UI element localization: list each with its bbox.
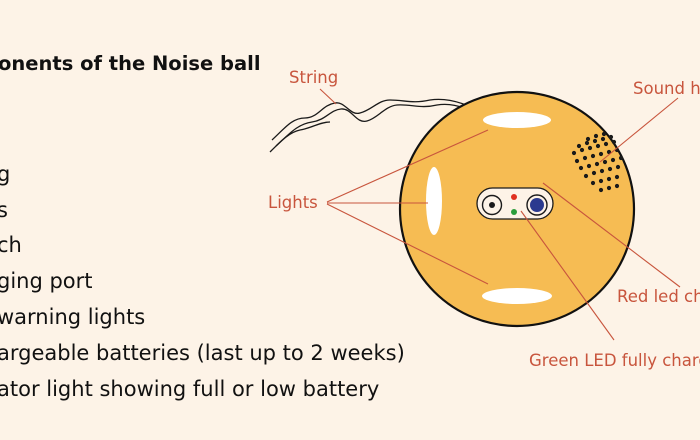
sound-hole-dot [594, 161, 600, 167]
sound-hole-dot [607, 166, 613, 172]
sound-hole-dot [576, 143, 582, 149]
string-label: String [289, 68, 338, 87]
sound-hole-dot [582, 155, 588, 161]
lights-leader-top [326, 129, 489, 203]
leader-lines [319, 88, 681, 341]
component-item-6: argeable batteries (last up to 2 weeks) [0, 341, 405, 365]
string-leader-line [319, 88, 337, 105]
red-led-leader-line [542, 182, 681, 288]
sound-hole-dot [600, 136, 606, 142]
charging-port-pin-icon [489, 202, 495, 208]
sound-hole-dot [593, 133, 599, 139]
sound-hole-dot [591, 170, 597, 176]
component-item-2: s [0, 198, 8, 222]
component-item-7: ator light showing full or low battery [0, 377, 379, 401]
sound-hole-dot [590, 180, 596, 186]
bottom-light-slot [482, 288, 552, 304]
sound-hole-dot [614, 174, 620, 180]
sound-hole-dot [592, 138, 598, 144]
red-led-icon [511, 194, 517, 200]
sound-hole-dot [606, 185, 612, 191]
component-item-4: ging port [0, 269, 93, 293]
sound-hole-dot [587, 145, 593, 151]
lights-label: Lights [268, 193, 318, 212]
sound-hole-dot [579, 147, 585, 153]
lights-leader-bottom [326, 203, 489, 285]
string-illustration [269, 98, 489, 153]
sound-hole-dot [590, 153, 596, 159]
sound-hole-dot [598, 178, 604, 184]
sound-hole-dot [614, 183, 620, 189]
sound-hole-dot [606, 176, 612, 182]
sound-hole-dot [586, 163, 592, 169]
sound-hole-dot [574, 158, 580, 164]
sound-hole-dot [598, 187, 604, 193]
sound-leader-line [599, 97, 679, 163]
sound-hole-dot [595, 143, 601, 149]
left-light-slot [426, 167, 442, 235]
diagram-title: onents of the Noise ball [0, 52, 261, 75]
component-list: g s ch ging port warning lights argeable… [0, 162, 405, 401]
component-item-5: warning lights [0, 305, 145, 329]
green-led-leader-line [520, 210, 615, 341]
sound-hole-dot [608, 134, 614, 140]
green-led-icon [511, 209, 517, 215]
sound-hole-dot [598, 151, 604, 157]
sound-hole-dot [584, 140, 590, 146]
sound-hole-dot [610, 157, 616, 163]
red-led-label: Red led ch [617, 287, 700, 306]
sound-hole-dot [578, 165, 584, 171]
sound-hole-dot [602, 159, 608, 165]
sound-hole-dot [618, 155, 624, 161]
sound-hole-dot [603, 141, 609, 147]
sound-hole-dot [583, 173, 589, 179]
sound-hole-dot [611, 139, 617, 145]
sound-hole-dot [571, 150, 577, 156]
component-item-3: ch [0, 233, 22, 257]
sound-holes [571, 131, 624, 193]
power-switch-button-icon [530, 198, 544, 212]
sound-hole-dot [585, 136, 591, 142]
sound-holes-label: Sound h [633, 79, 700, 98]
sound-hole-dot [599, 168, 605, 174]
sound-hole-dot [601, 131, 607, 137]
green-led-label: Green LED fully charg [529, 351, 700, 370]
component-item-1: g [0, 162, 10, 186]
sound-hole-dot [615, 164, 621, 170]
top-light-slot [483, 112, 551, 128]
